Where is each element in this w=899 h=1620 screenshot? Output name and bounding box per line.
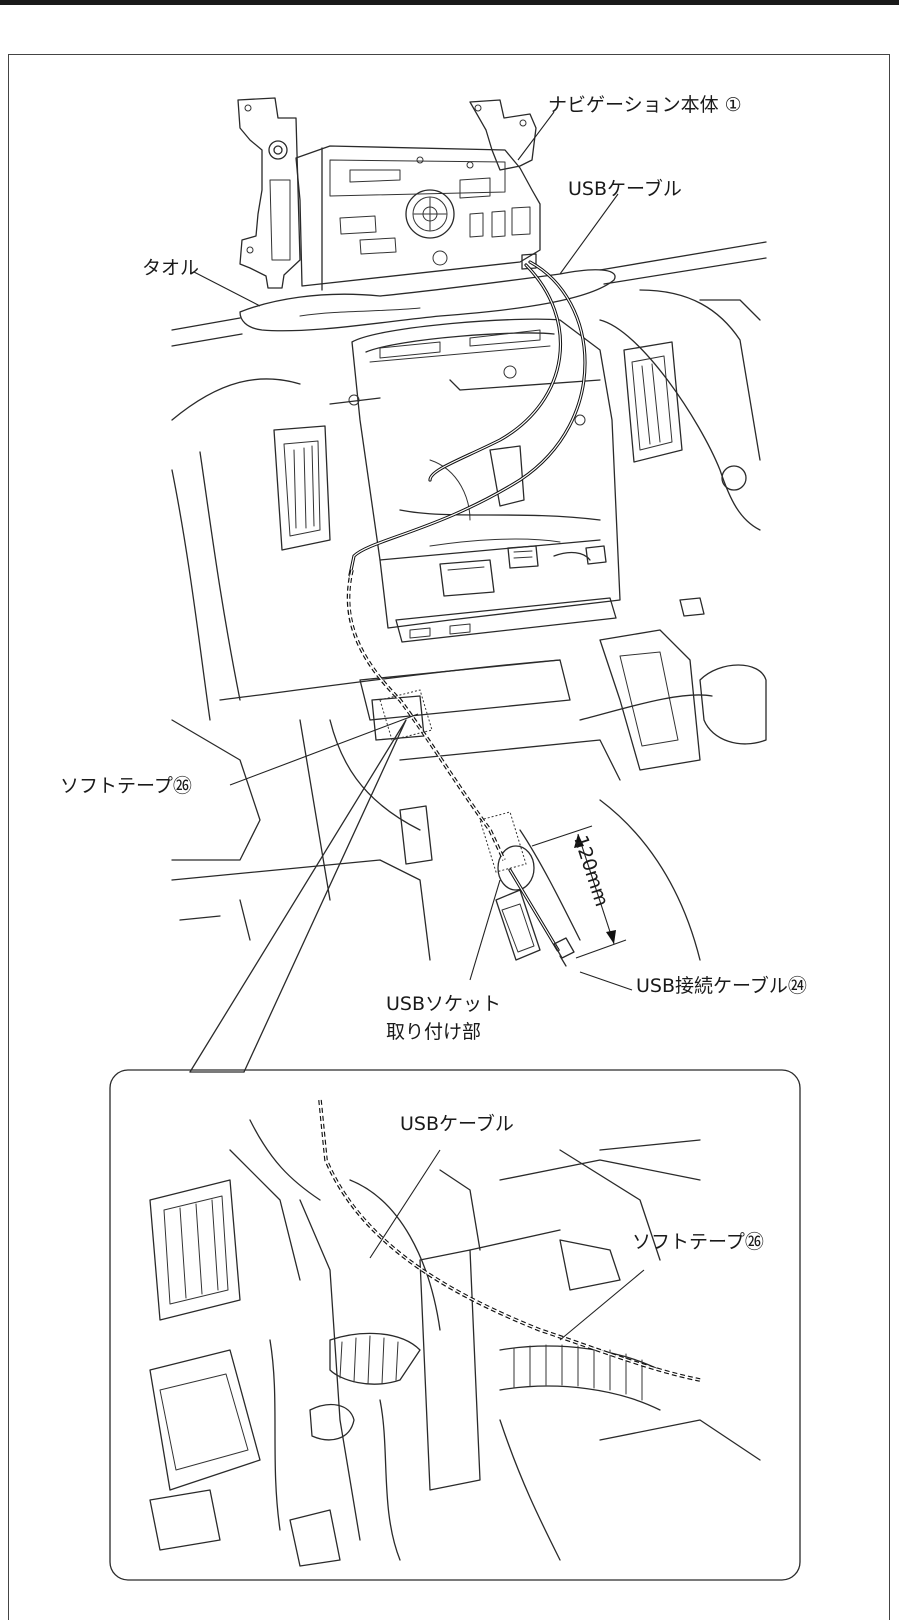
figure-frame (8, 54, 890, 1620)
dashboard (171, 241, 767, 961)
soft-tape-label: ソフトテープ㉖ (60, 775, 192, 797)
detail-inset (109, 1069, 801, 1581)
usb-connect-cable-label: USB接続ケーブル㉔ (636, 974, 807, 997)
callout-wedge (189, 719, 407, 1073)
navigation-unit (237, 97, 541, 291)
inset-soft-tape-label: ソフトテープ㉖ (632, 1231, 764, 1253)
towel (239, 269, 616, 332)
usb-socket-label-line2: 取り付け部 (386, 1021, 481, 1043)
top-rule (0, 0, 899, 5)
towel-label: タオル (142, 257, 199, 279)
usb-cable-route (346, 260, 587, 967)
usb-cable-label: USBケーブル (568, 177, 682, 200)
usb-socket-label-line1: USBソケット (386, 993, 501, 1015)
nav-unit-label: ナビゲーション本体 ① (548, 94, 742, 116)
inset-usb-cable-label: USBケーブル (400, 1112, 514, 1135)
leader-lines (193, 111, 633, 991)
dimension-label: 120mm (569, 833, 613, 910)
